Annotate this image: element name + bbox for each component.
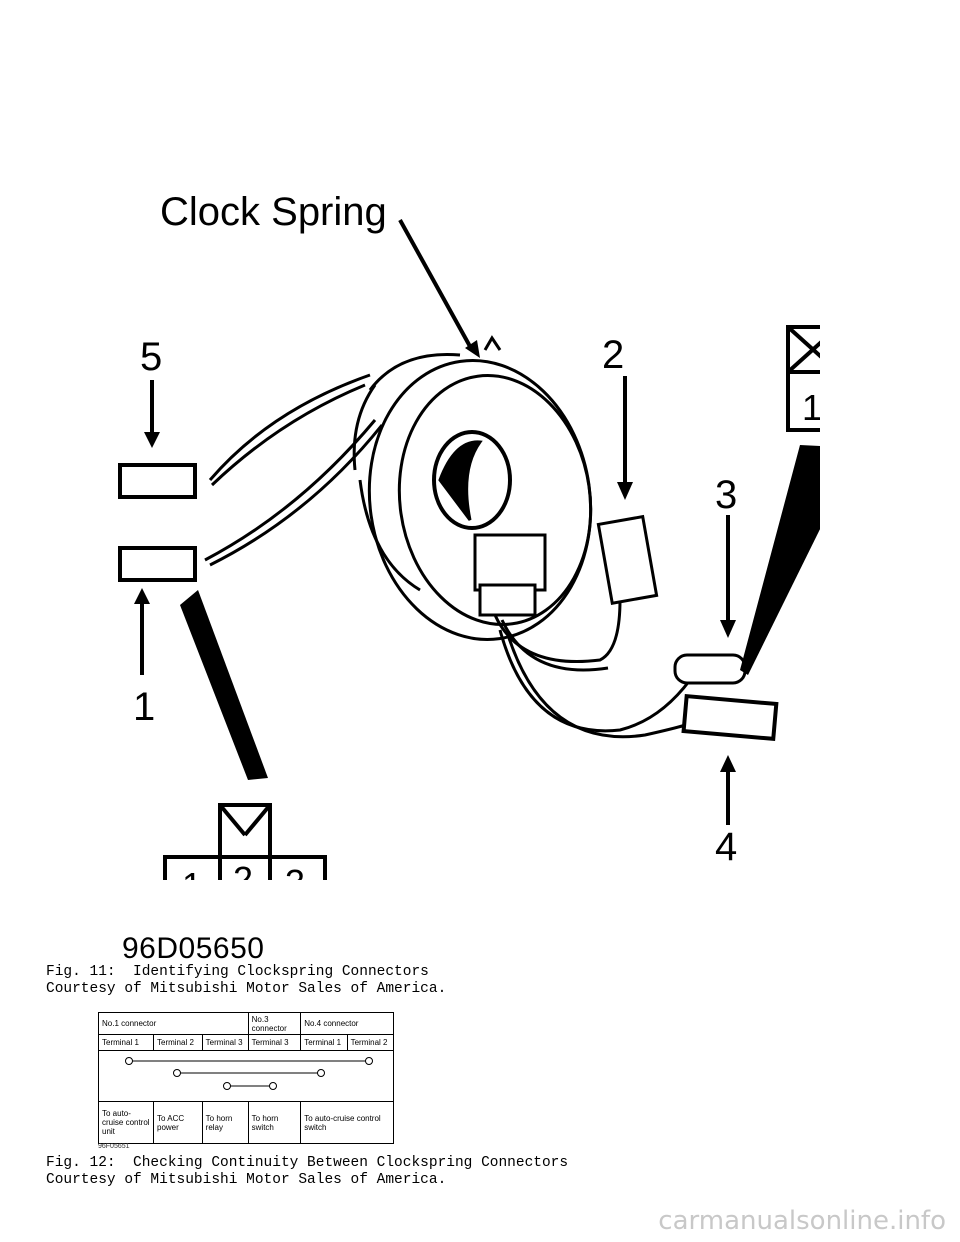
header-no4-connector: No.4 connector bbox=[300, 1012, 394, 1035]
connector-5 bbox=[118, 463, 197, 499]
callout-4: 4 bbox=[715, 825, 737, 869]
callout-5: 5 bbox=[140, 335, 162, 379]
pin-label: 3 bbox=[285, 862, 305, 880]
callout-3: 3 bbox=[715, 473, 737, 517]
connector-4-pin-diagram bbox=[786, 325, 820, 432]
cables bbox=[204, 373, 701, 739]
continuity-table: No.1 connector No.3 connector No.4 conne… bbox=[98, 1012, 395, 1144]
connector-3 bbox=[673, 653, 747, 685]
figure-11-caption: Fig. 11: Identifying Clockspring Connect… bbox=[46, 964, 429, 980]
destination-cell: To horn switch bbox=[247, 1101, 302, 1144]
figure-11-courtesy: Courtesy of Mitsubishi Motor Sales of Am… bbox=[46, 981, 447, 997]
connector-1-pointer bbox=[180, 590, 268, 780]
header-no1-connector: No.1 connector bbox=[98, 1012, 249, 1035]
pin-label: 2 bbox=[233, 859, 253, 880]
figure-12-caption: Fig. 12: Checking Continuity Between Clo… bbox=[46, 1155, 569, 1171]
figure-12-code: 96F05651 bbox=[98, 1143, 130, 1150]
destination-cell: To ACC power bbox=[153, 1101, 203, 1144]
terminal-header: Terminal 3 bbox=[201, 1034, 249, 1051]
clockspring-illustration: Clock Spring 5 1 2 bbox=[118, 190, 820, 880]
terminal-header: Terminal 1 bbox=[300, 1034, 348, 1051]
terminal-header: Terminal 1 bbox=[98, 1034, 154, 1051]
callout-1: 1 bbox=[133, 685, 155, 729]
connector-1 bbox=[118, 546, 197, 582]
destination-cell: To auto-cruise control unit bbox=[98, 1101, 154, 1144]
terminal-header: Terminal 2 bbox=[346, 1034, 395, 1051]
connector-1-pin-diagram bbox=[163, 803, 327, 880]
clock-spring-body bbox=[352, 335, 593, 641]
watermark: carmanualsonline.info bbox=[658, 1206, 946, 1236]
figure-12-courtesy: Courtesy of Mitsubishi Motor Sales of Am… bbox=[46, 1172, 447, 1188]
terminal-header: Terminal 3 bbox=[247, 1034, 302, 1051]
destination-cell: To auto-cruise control switch bbox=[300, 1101, 394, 1144]
header-no3-connector: No.3 connector bbox=[247, 1012, 302, 1035]
callout-2: 2 bbox=[602, 333, 624, 377]
connector-4 bbox=[681, 693, 779, 742]
connector-4-pointer bbox=[740, 445, 820, 675]
pin-label: 1 bbox=[182, 865, 202, 880]
pin-label: 1 bbox=[802, 387, 820, 428]
continuity-lines bbox=[98, 1050, 394, 1102]
connector-2 bbox=[596, 514, 659, 605]
figure-11-code: 96D05650 bbox=[122, 932, 265, 965]
clock-spring-arrow bbox=[398, 219, 474, 351]
terminal-header: Terminal 2 bbox=[153, 1034, 203, 1051]
clock-spring-label: Clock Spring bbox=[160, 190, 387, 234]
destination-cell: To horn relay bbox=[201, 1101, 249, 1144]
